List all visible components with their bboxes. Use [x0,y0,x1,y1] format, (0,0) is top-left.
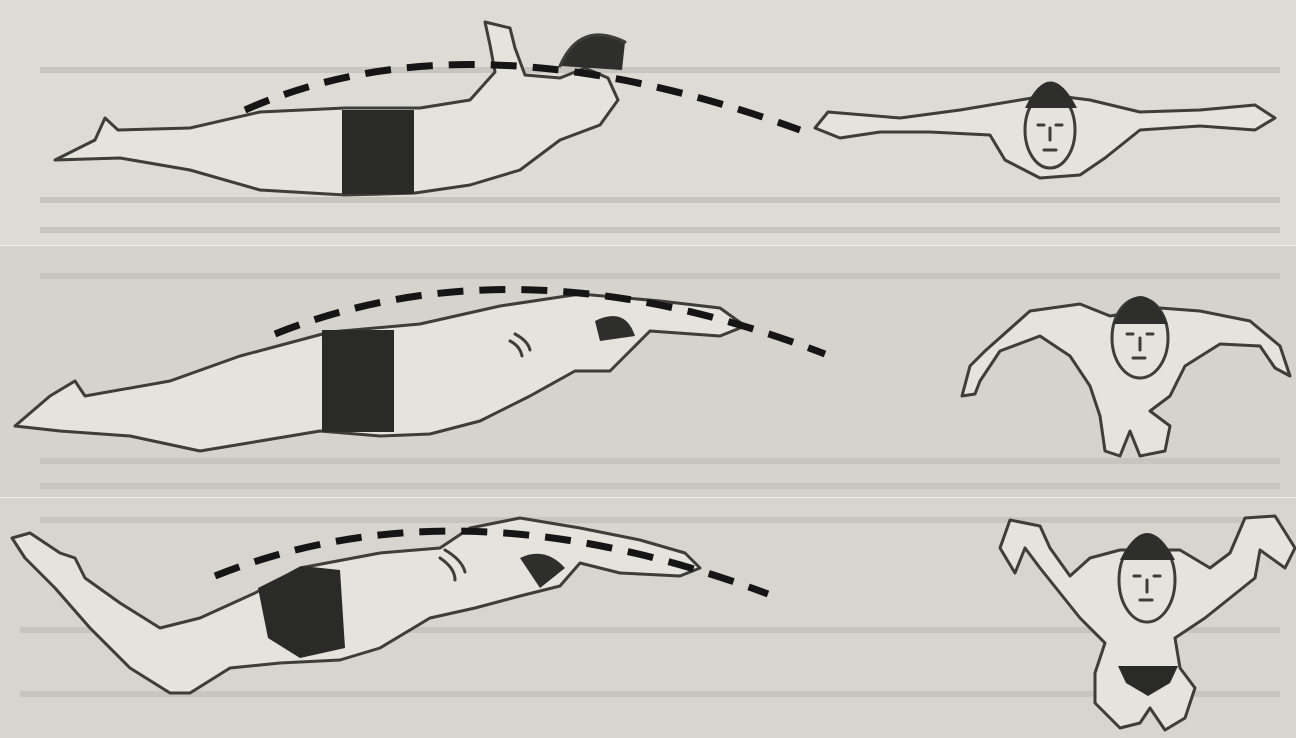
swim-cap [1120,533,1175,560]
swim-cap [1113,296,1168,324]
panel-1-drawing [0,0,1296,246]
panel-3-drawing [0,498,1296,738]
swimmer-front-view [962,296,1290,456]
swimmer-side-view [55,22,625,195]
panel-2-drawing [0,246,1296,498]
illustration-panel-3 [0,498,1296,738]
illustration-panel-2 [0,246,1296,498]
swim-trunks [342,110,414,194]
swimmer-front-view [1000,516,1295,730]
illustration-panel-1 [0,0,1296,246]
swim-trunks [322,330,394,432]
swimmer-side-view [15,294,745,451]
swim-cap [560,35,625,70]
swim-cap [1025,82,1077,109]
swimmer-front-view [815,82,1275,179]
